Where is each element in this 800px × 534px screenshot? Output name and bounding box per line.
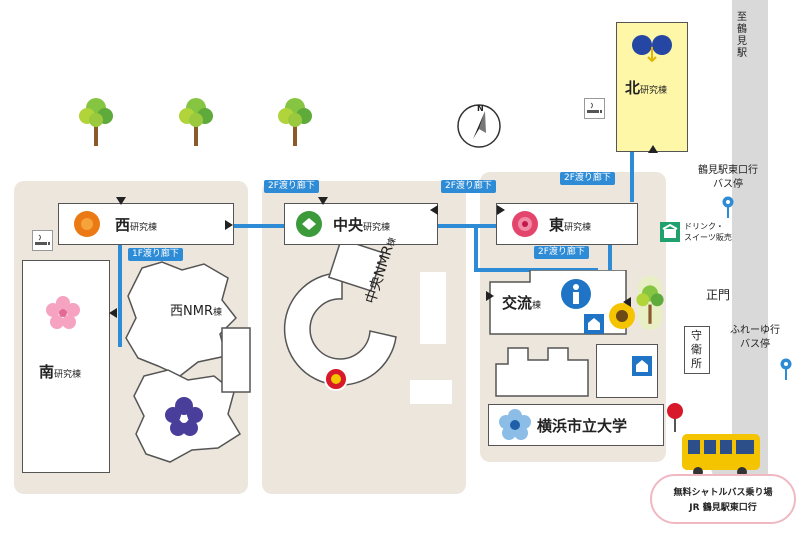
- corridor-1f-tag: 1F渡り廊下: [128, 248, 183, 261]
- entrance-arrow-icon: [648, 145, 658, 153]
- entrance-arrow-icon: [486, 291, 494, 301]
- east-building-emblem-icon: [512, 211, 538, 237]
- south-building[interactable]: 南研究棟: [22, 260, 110, 473]
- entrance-arrow-icon: [430, 205, 438, 215]
- west-building-label: 西: [115, 216, 131, 234]
- north-building-emblem-icon: [632, 35, 672, 63]
- central-building[interactable]: 中央研究棟: [284, 203, 438, 245]
- shuttle-bus-icon: [682, 434, 760, 477]
- central-building-sublabel: 研究棟: [363, 223, 391, 233]
- main-gate-label: 正門: [706, 288, 731, 302]
- sunflower-icon: [609, 303, 635, 329]
- south-building-emblem-icon: [46, 296, 80, 329]
- corridor-line: [474, 228, 478, 270]
- west-nmr-building-label: 西NMR: [170, 304, 213, 319]
- east-building[interactable]: 東研究棟: [496, 203, 638, 245]
- entrance-arrow-icon: [318, 197, 328, 205]
- entrance-arrow-icon: [623, 297, 631, 307]
- tree-icon: [278, 98, 312, 146]
- compass-icon: [457, 104, 501, 148]
- entrance-arrow-icon: [109, 308, 117, 318]
- station-direction-label: 至鶴見駅: [737, 12, 747, 59]
- university-label: 横浜市立大学: [537, 417, 628, 435]
- tree-icon: [179, 98, 213, 146]
- tree-icon: [79, 98, 113, 146]
- east-building-label: 東: [549, 216, 565, 234]
- smoking-area-icon: [32, 230, 53, 251]
- bus-stop-fureyu-label: ふれーゆ行 バス停: [730, 325, 780, 350]
- corridor-line: [234, 224, 284, 228]
- open-space: [420, 272, 446, 344]
- west-building-sublabel: 研究棟: [130, 223, 158, 233]
- west-nmr-building[interactable]: [112, 248, 252, 468]
- shop-icon: [632, 356, 652, 376]
- open-space: [410, 380, 452, 404]
- building-block: [495, 347, 589, 397]
- corridor-line: [438, 224, 496, 228]
- corridor-2f-tag: 2F渡り廊下: [264, 180, 319, 193]
- guard-house: 守衛所: [684, 326, 710, 374]
- bus-stop-icon[interactable]: [780, 358, 792, 380]
- corridor-line: [630, 152, 634, 202]
- smoking-area-icon: [584, 98, 605, 119]
- shuttle-bus-destination-label: JR 鶴見駅東口行: [689, 503, 757, 513]
- corridor-2f-tag: 2F渡り廊下: [534, 246, 589, 259]
- corridor-2f-tag: 2F渡り廊下: [441, 180, 496, 193]
- compass-label: N: [477, 104, 484, 113]
- shop-icon: [584, 314, 604, 334]
- bus-stop-tsurumi-label: 鶴見駅東口行 バス停: [698, 165, 758, 190]
- tree-icon: [636, 285, 664, 324]
- exchange-building-sublabel: 棟: [532, 301, 542, 311]
- south-building-label: 南: [39, 363, 55, 381]
- drink-shop-icon: [660, 222, 680, 242]
- west-nmr-building-sublabel: 棟: [212, 308, 222, 318]
- shuttle-bus-stop[interactable]: 無料シャトルバス乗り場 JR 鶴見駅東口行: [650, 474, 796, 524]
- south-building-sublabel: 研究棟: [54, 370, 82, 380]
- drinks-label: ドリンク・ スイーツ販売: [684, 222, 732, 242]
- west-building[interactable]: 西研究棟: [58, 203, 234, 245]
- shuttle-bus-stop-label: 無料シャトルバス乗り場: [673, 488, 773, 498]
- location-pin-icon[interactable]: [666, 402, 684, 432]
- entrance-arrow-icon: [116, 197, 126, 205]
- road: [732, 0, 768, 478]
- entrance-arrow-icon: [225, 220, 233, 230]
- north-building[interactable]: 北研究棟: [616, 22, 688, 152]
- corridor-line: [608, 245, 612, 271]
- north-building-sublabel: 研究棟: [640, 86, 668, 96]
- bus-stop-icon[interactable]: [722, 196, 734, 218]
- corridor-line: [118, 245, 122, 347]
- exchange-building-label: 交流: [502, 294, 533, 312]
- west-building-emblem-icon: [74, 211, 100, 237]
- guard-house-label: 守衛所: [691, 329, 702, 370]
- central-nmr-building[interactable]: [272, 245, 412, 395]
- university-emblem-icon: [499, 409, 531, 440]
- entrance-arrow-icon: [497, 205, 505, 215]
- north-building-label: 北: [625, 79, 641, 97]
- university-building[interactable]: 横浜市立大学: [488, 404, 664, 446]
- east-building-sublabel: 研究棟: [564, 223, 592, 233]
- central-building-emblem-icon: [296, 211, 322, 237]
- corridor-2f-tag: 2F渡り廊下: [560, 172, 615, 185]
- information-icon[interactable]: [560, 278, 592, 310]
- central-building-label: 中央: [333, 216, 364, 234]
